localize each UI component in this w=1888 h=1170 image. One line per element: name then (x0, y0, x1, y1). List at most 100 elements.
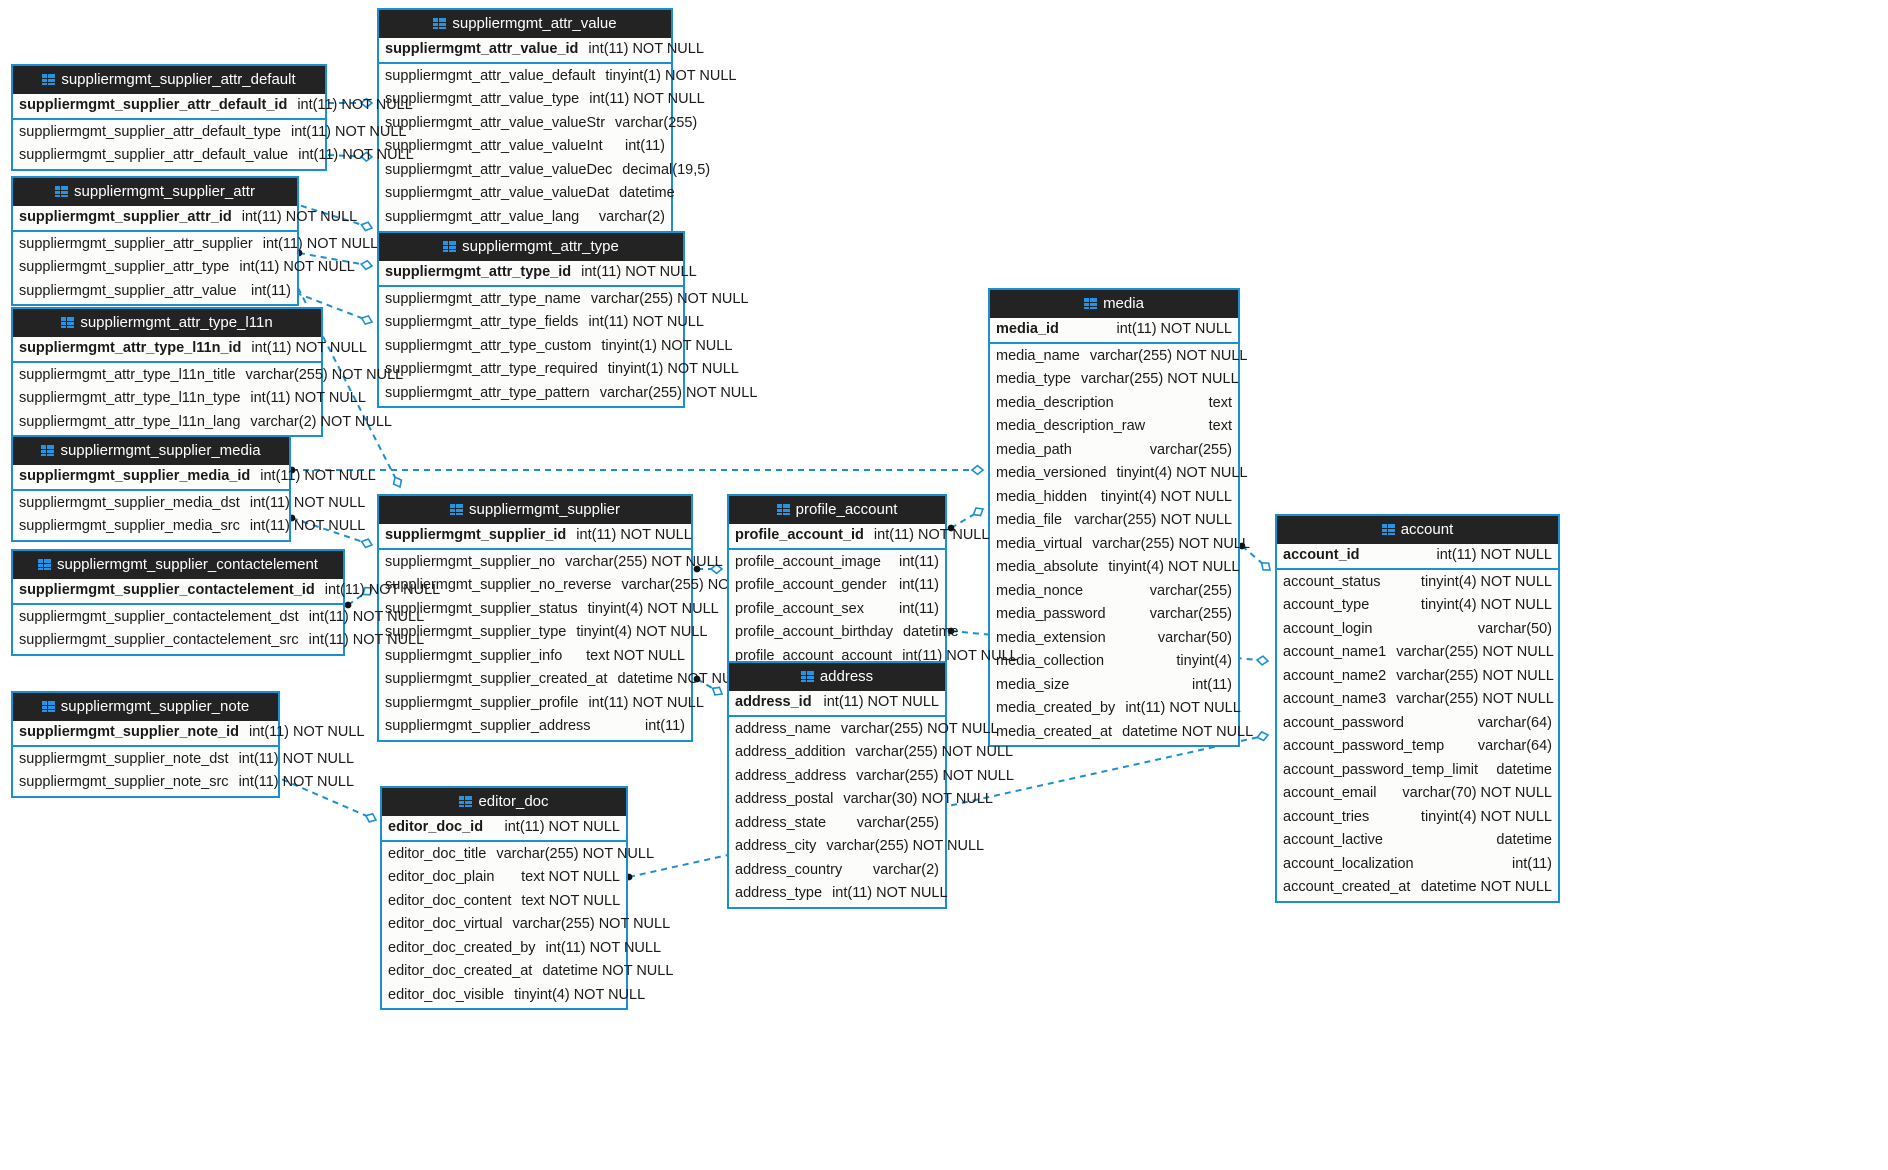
field-type: int(11) NOT NULL (250, 390, 366, 406)
table-icon (800, 671, 814, 682)
field-type: text NOT NULL (586, 647, 685, 664)
field-type: varchar(255) NOT NULL (856, 767, 1014, 784)
field-name: suppliermgmt_attr_type_required (385, 361, 598, 377)
entity-title: suppliermgmt_attr_value (452, 15, 617, 32)
field-name: media_type (996, 371, 1071, 387)
field-name: account_lactive (1283, 832, 1383, 848)
field-name: media_path (996, 441, 1072, 458)
entity-header: suppliermgmt_attr_type (379, 233, 683, 261)
field-type: datetime NOT NULL (617, 671, 749, 687)
field-name: address_state (735, 814, 827, 831)
field-type: int(11) (644, 718, 685, 734)
table-icon (61, 317, 75, 328)
field-type: varchar(255) NOT NULL (565, 553, 723, 570)
entity-header: account (1277, 516, 1558, 544)
entity-header: suppliermgmt_attr_value (379, 10, 671, 38)
field-type: int(11) NOT NULL (308, 632, 425, 648)
relationship-target-diamond (970, 464, 985, 476)
field-name: editor_doc_plain (388, 869, 495, 885)
relationship-target-diamond (359, 259, 374, 271)
relationship-source-dot (344, 601, 352, 609)
field-type: varchar(255) NOT NULL (1396, 667, 1554, 684)
entity-title: suppliermgmt_supplier_media (60, 442, 261, 459)
table-icon (776, 504, 790, 515)
relationship-target-diamond (364, 812, 378, 823)
field-type: varchar(255) NOT NULL (840, 720, 999, 737)
field-name: suppliermgmt_supplier_info (385, 647, 563, 664)
field-type: tinyint(4) NOT NULL (1108, 559, 1240, 575)
entity-suppliermgmt_attr_value[interactable]: suppliermgmt_attr_value suppliermgmt_attr… (377, 8, 736, 256)
field-name: suppliermgmt_attr_type_l11n_type (19, 390, 241, 406)
entity-header: suppliermgmt_supplier_note (13, 693, 278, 721)
field-name: editor_doc_content (388, 892, 512, 909)
primary-key-type: int(11) NOT NULL (581, 264, 697, 280)
field-type: varchar(255) NOT NULL (1092, 535, 1250, 552)
field-name: profile_account_sex (735, 600, 864, 617)
entity-suppliermgmt_supplier_media[interactable]: suppliermgmt_supplier_media suppliermgmt_… (11, 435, 376, 542)
entity-title: address (819, 668, 874, 685)
field-type: varchar(255) NOT NULL (1074, 512, 1232, 528)
field-type: varchar(255) (1149, 582, 1232, 599)
field-type: int(11) NOT NULL (238, 750, 355, 767)
primary-key-type: int(11) NOT NULL (248, 724, 365, 740)
relationship-target-diamond (711, 686, 724, 696)
field-name: suppliermgmt_attr_type_l11n_lang (19, 413, 241, 430)
field-name: suppliermgmt_supplier_status (385, 600, 578, 617)
field-type: int(11) (1511, 855, 1552, 872)
field-type: tinyint(1) NOT NULL (601, 337, 733, 354)
field-name: suppliermgmt_attr_type_l11n_title (19, 366, 236, 383)
field-type: varchar(255) NOT NULL (496, 845, 655, 862)
field-type: varchar(2) (872, 861, 939, 878)
entity-suppliermgmt_attr_type[interactable]: suppliermgmt_attr_type suppliermgmt_attr_… (377, 231, 757, 408)
field-name: suppliermgmt_supplier_no_reverse (385, 577, 612, 593)
field-name: media_description_raw (996, 418, 1146, 434)
field-name: suppliermgmt_attr_value_valueInt (385, 138, 603, 154)
field-type: varchar(2) (598, 208, 665, 225)
field-name: account_tries (1283, 808, 1370, 825)
primary-key-type: int(11) NOT NULL (1116, 321, 1233, 337)
field-type: varchar(255) NOT NULL (826, 838, 985, 854)
